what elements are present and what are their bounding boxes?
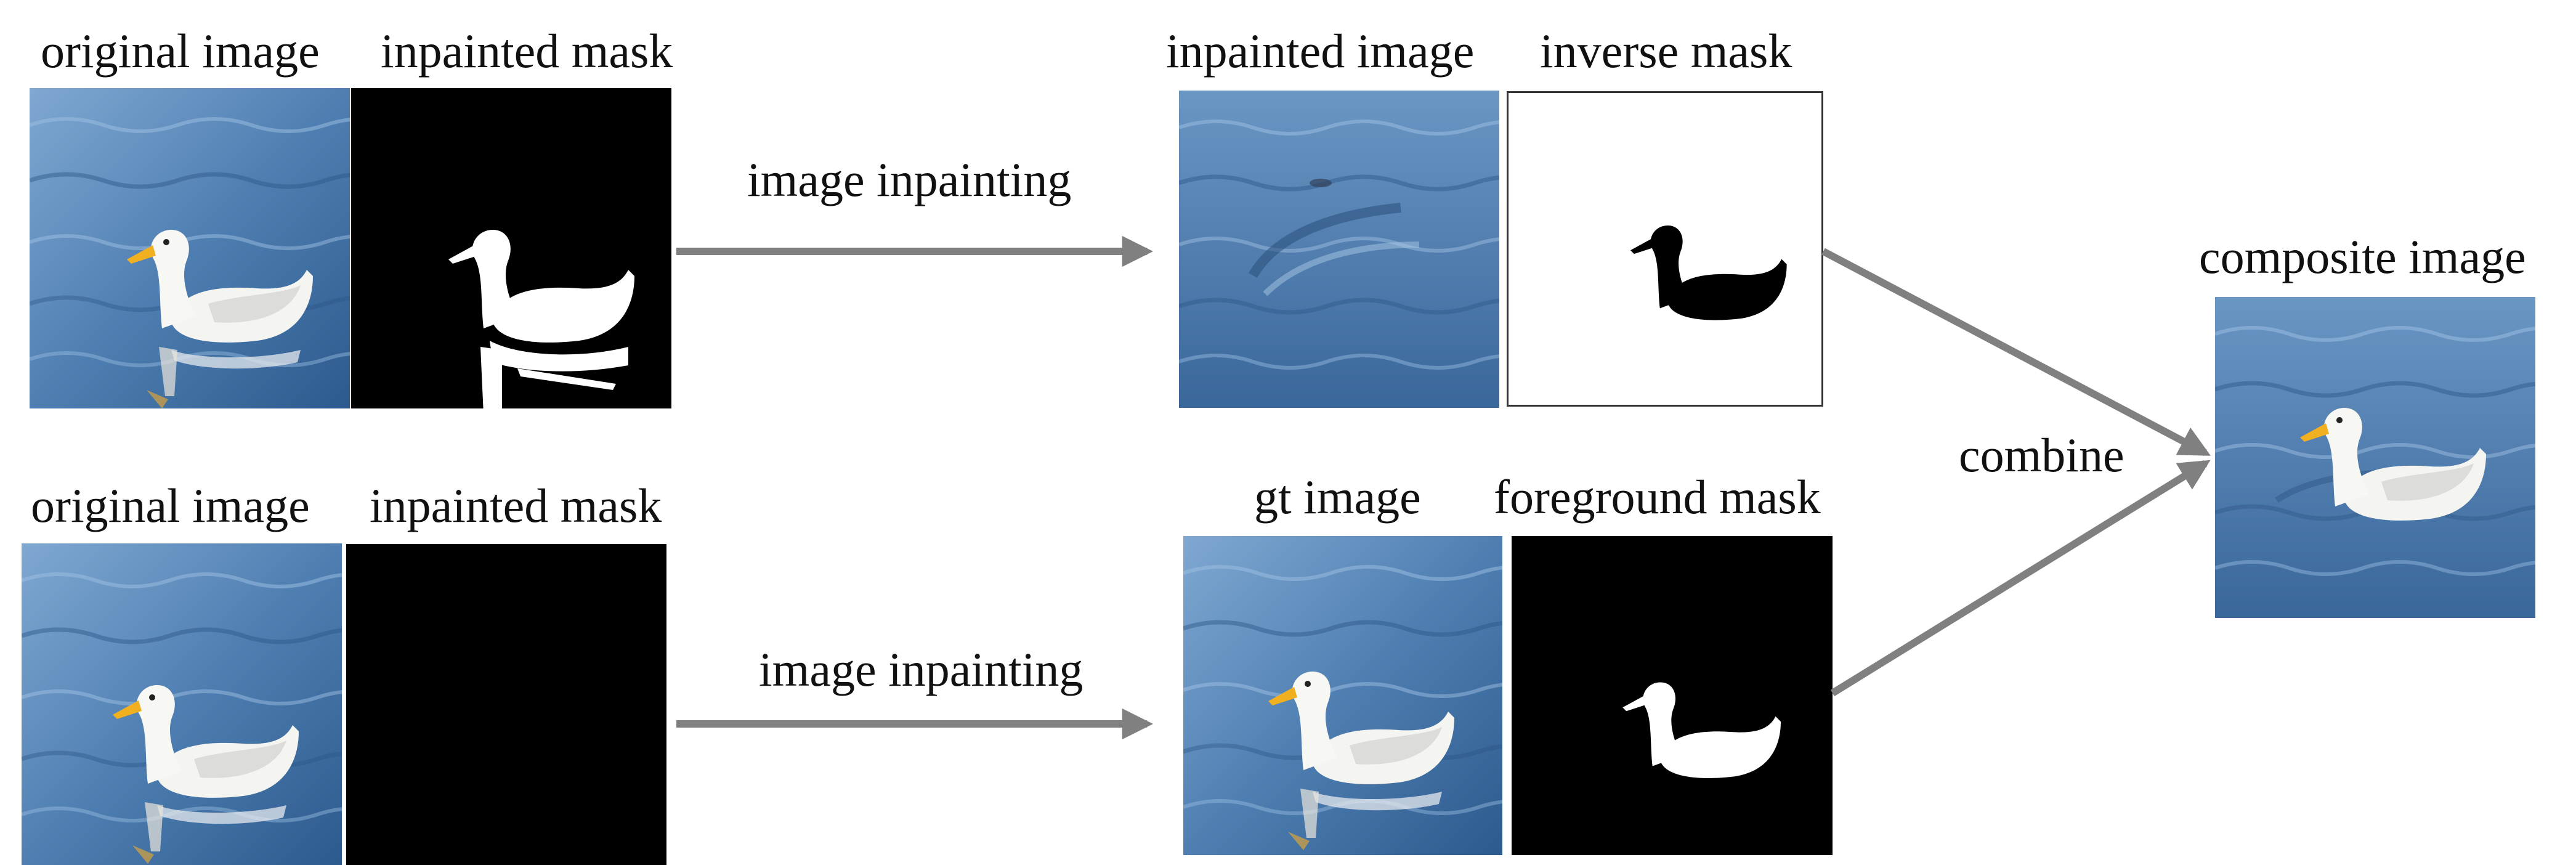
arrow-diagonal-icon bbox=[1830, 460, 2211, 697]
inverse-mask-icon bbox=[1509, 93, 1821, 405]
duck-photo-icon bbox=[2215, 297, 2535, 618]
row2-inpainted-mask bbox=[346, 544, 666, 865]
label-row2-original: original image bbox=[31, 479, 310, 532]
label-composite: composite image bbox=[2199, 230, 2526, 283]
row1-inverse-mask bbox=[1507, 91, 1823, 407]
arrow-diagonal-icon bbox=[1821, 248, 2211, 457]
label-row1-process: image inpainting bbox=[747, 153, 1072, 206]
label-row1-inverse: inverse mask bbox=[1540, 24, 1792, 78]
duck-photo-icon bbox=[30, 88, 350, 408]
inpainted-photo-icon bbox=[1179, 91, 1499, 408]
label-row2-mask: inpainted mask bbox=[370, 479, 662, 532]
label-row2-process: image inpainting bbox=[759, 643, 1083, 696]
label-row2-foreground: foreground mask bbox=[1494, 470, 1821, 524]
label-row1-mask: inpainted mask bbox=[381, 24, 673, 78]
row2-gt-image bbox=[1183, 536, 1502, 855]
label-row1-inpainted: inpainted image bbox=[1166, 24, 1475, 78]
binary-mask-icon bbox=[351, 88, 671, 408]
duck-photo-icon bbox=[1183, 536, 1502, 855]
binary-mask-icon bbox=[1512, 536, 1833, 855]
label-row2-gt: gt image bbox=[1254, 470, 1421, 524]
label-row1-original: original image bbox=[41, 24, 320, 78]
row2-original-image bbox=[22, 543, 342, 865]
duck-photo-icon bbox=[22, 543, 342, 865]
row1-inpainted-image bbox=[1179, 91, 1499, 408]
row1-original-image bbox=[30, 88, 350, 408]
label-combine: combine bbox=[1959, 428, 2124, 482]
row1-inpainted-mask bbox=[351, 88, 671, 408]
composite-image bbox=[2215, 297, 2535, 618]
row2-foreground-mask bbox=[1512, 536, 1833, 855]
